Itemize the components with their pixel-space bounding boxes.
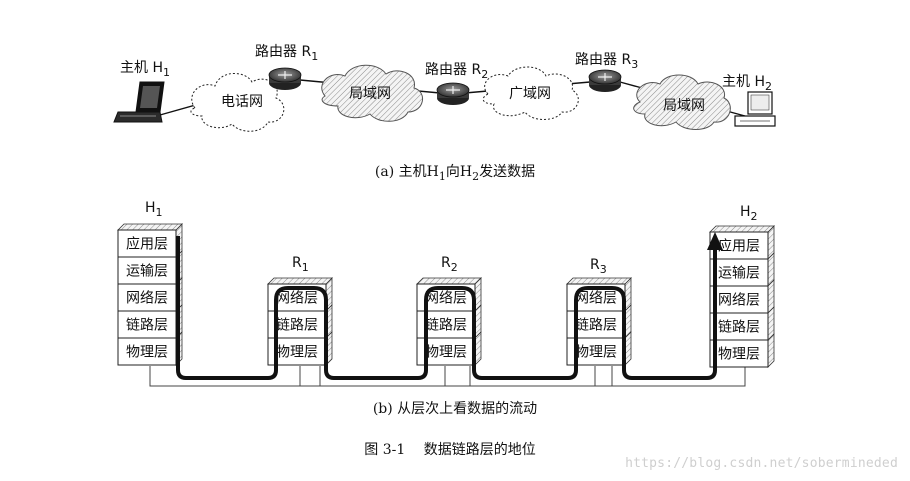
- cloud-label-lan-1: 局域网: [349, 86, 391, 102]
- layer-label: 链路层: [575, 318, 617, 334]
- figure-caption: 图 3-1 数据链路层的地位: [364, 442, 535, 458]
- data-flow-path: [176, 236, 717, 380]
- layer-label: 物理层: [718, 347, 760, 363]
- cloud-label-wan: 广域网: [509, 86, 551, 102]
- layer-diagram: 应用层运输层网络层链路层物理层网络层链路层物理层网络层链路层物理层网络层链路层物…: [117, 200, 775, 387]
- layer-label: 网络层: [126, 291, 168, 307]
- caption-b: (b) 从层次上看数据的流动: [373, 401, 537, 417]
- layer-label: 物理层: [575, 345, 617, 361]
- layer-label: 应用层: [718, 238, 760, 255]
- layer-label: 网络层: [276, 291, 318, 307]
- stack-label-r1: R1: [292, 255, 309, 274]
- layer-label: 网络层: [718, 293, 760, 309]
- layer-label: 物理层: [425, 345, 467, 361]
- network-topology: 电话网 局域网 广域网 局域网 路由器 R1 路由器 R2 路由器 R3: [113, 44, 776, 132]
- layer-label: 网络层: [425, 291, 467, 307]
- layer-label: 运输层: [126, 264, 168, 280]
- layer-label: 运输层: [718, 266, 760, 282]
- stack-label-r3: R3: [590, 257, 607, 276]
- stack-label-r2: R2: [441, 255, 458, 274]
- layer-cell: 应用层: [117, 223, 183, 258]
- physical-link-line: [149, 366, 746, 387]
- stack-label-h2: H2: [740, 204, 758, 223]
- layer-label: 应用层: [126, 236, 168, 253]
- router-label-r1: 路由器 R1: [255, 44, 318, 63]
- layer-cell: 运输层: [117, 250, 183, 285]
- cloud-lan-2: [633, 74, 731, 130]
- layer-label: 链路层: [126, 318, 168, 334]
- layer-label: 物理层: [276, 345, 318, 361]
- layer-cell: 运输层: [709, 252, 775, 287]
- laptop-icon: [113, 81, 165, 123]
- data-flow-arrowhead: [707, 232, 723, 250]
- host-label-h1: 主机 H1: [120, 60, 170, 79]
- layer-label: 链路层: [276, 318, 318, 334]
- router-icon: [268, 67, 302, 90]
- caption-a: (a) 主机H1向H2发送数据: [375, 164, 535, 183]
- cloud-lan-1: [321, 64, 423, 122]
- layer-cell: 物理层: [709, 333, 775, 368]
- watermark: https://blog.csdn.net/sobermineded: [625, 456, 898, 471]
- layer-label: 链路层: [425, 318, 467, 334]
- cloud-label-lan-2: 局域网: [663, 98, 705, 114]
- layer-label: 网络层: [575, 291, 617, 307]
- cloud-wan: [482, 66, 579, 120]
- layer-cell: 链路层: [117, 304, 183, 339]
- stack-label-h1: H1: [145, 200, 163, 219]
- router-label-r2: 路由器 R2: [425, 62, 488, 81]
- layer-cell: 链路层: [709, 306, 775, 341]
- protocol-stacks: 应用层运输层网络层链路层物理层网络层链路层物理层网络层链路层物理层网络层链路层物…: [117, 223, 775, 368]
- router-icon: [436, 82, 470, 105]
- cloud-phone-network: [190, 73, 285, 132]
- computer-icon: [734, 91, 776, 127]
- layer-label: 物理层: [126, 345, 168, 361]
- host-label-h2: 主机 H2: [722, 74, 772, 93]
- cloud-label-phone: 电话网: [221, 94, 263, 110]
- layer-label: 链路层: [718, 320, 760, 336]
- router-label-r3: 路由器 R3: [575, 52, 638, 71]
- router-icon: [588, 69, 622, 92]
